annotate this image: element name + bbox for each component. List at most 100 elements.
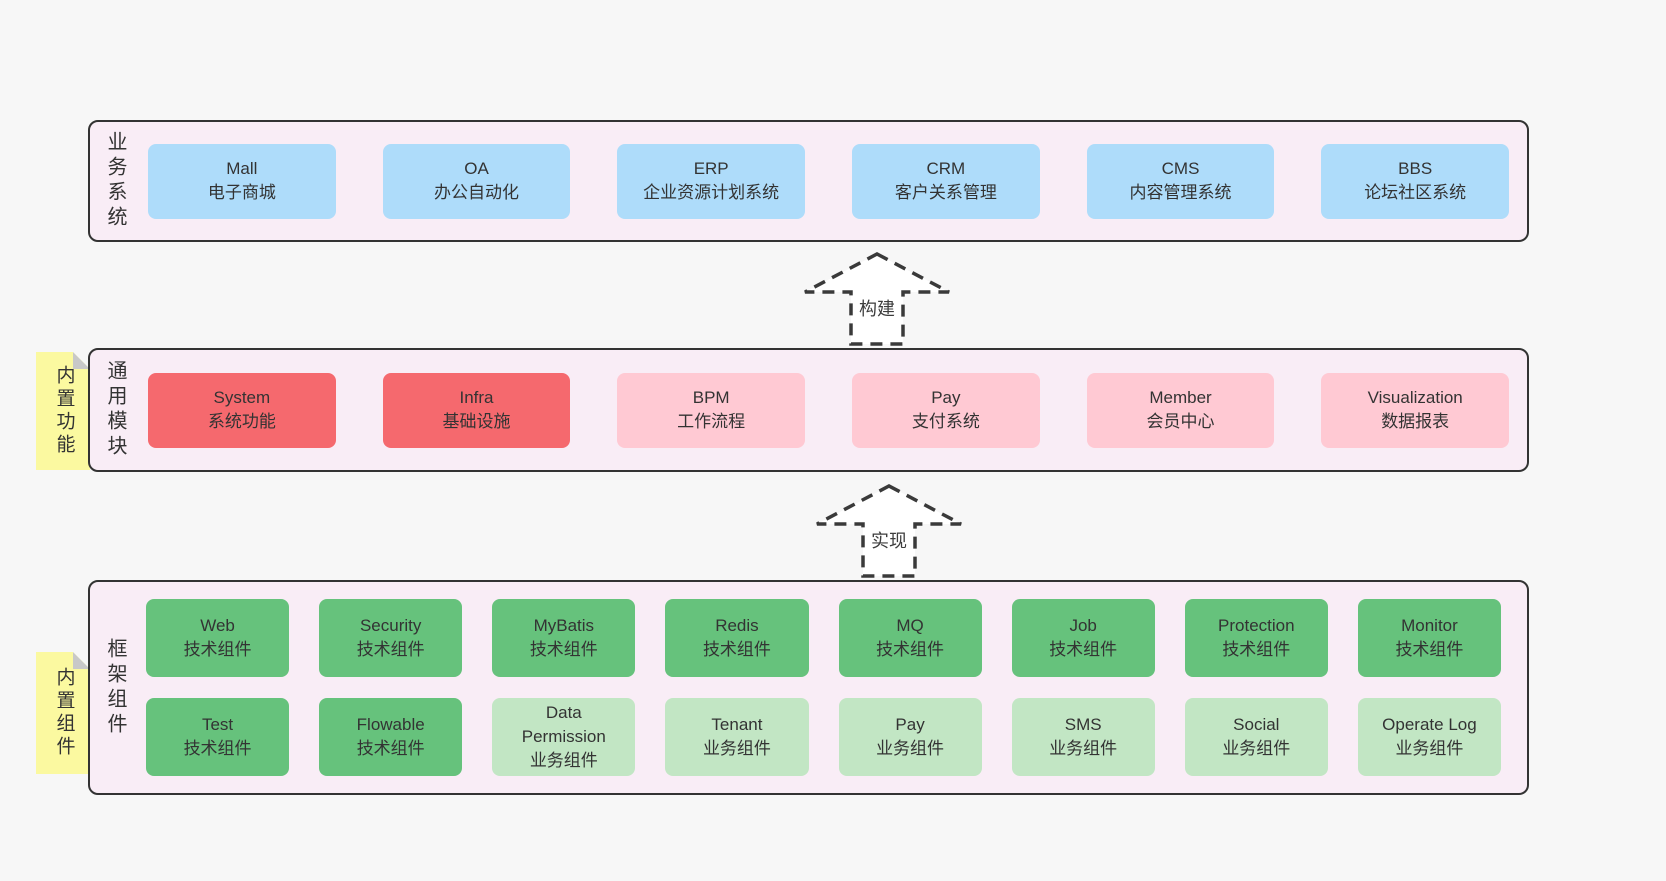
box-subtitle: 系统功能: [207, 412, 276, 431]
layer-business-systems: 业务系统 Mall 电子商城 OA 办公自动化 ERP 企业资源计划系统 CRM…: [88, 120, 1529, 242]
box-visualization: Visualization 数据报表: [1321, 372, 1510, 448]
box-subtitle: 技术组件: [183, 739, 252, 758]
box-title: SMS: [1064, 715, 1102, 734]
box-subtitle: 技术组件: [702, 640, 771, 659]
box-subtitle: 内容管理系统: [1129, 183, 1232, 202]
box-subtitle: 工作流程: [677, 412, 746, 431]
box-title: System: [213, 388, 271, 407]
box-title: CMS: [1161, 159, 1200, 178]
sticky-note-builtin-components: 内置组件: [36, 652, 90, 774]
box-title: Member: [1149, 388, 1212, 407]
box-oa: OA 办公自动化: [382, 143, 571, 219]
box-title: Job: [1069, 616, 1097, 635]
box-title: Operate Log: [1382, 715, 1477, 734]
box-subtitle: 客户关系管理: [894, 183, 997, 202]
box-subtitle: 业务组件: [702, 739, 771, 758]
box-subtitle: 基础设施: [442, 412, 511, 431]
box-crm: CRM 客户关系管理: [852, 143, 1040, 219]
box-monitor: Monitor 技术组件: [1357, 599, 1501, 677]
box-title: MyBatis: [533, 616, 595, 635]
box-subtitle: 企业资源计划系统: [643, 183, 780, 202]
box-title: Test: [201, 715, 234, 734]
box-pay-component: Pay 业务组件: [838, 698, 982, 776]
box-title: BPM: [692, 388, 730, 407]
box-subtitle: 业务组件: [1222, 739, 1291, 758]
box-subtitle: 业务组件: [529, 751, 598, 770]
box-title: Protection: [1218, 616, 1295, 635]
box-title: Mall: [226, 159, 258, 178]
box-infra: Infra 基础设施: [382, 372, 571, 448]
box-subtitle: 业务组件: [1395, 739, 1464, 758]
box-subtitle: 技术组件: [356, 739, 425, 758]
sticky-note-builtin-features: 内置功能: [36, 352, 90, 470]
box-title: Infra: [459, 388, 494, 407]
box-subtitle: 会员中心: [1146, 412, 1215, 431]
box-title: Security: [359, 616, 422, 635]
box-tenant: Tenant 业务组件: [665, 698, 809, 776]
box-title: Flowable: [356, 715, 425, 734]
business-boxes-row: Mall 电子商城 OA 办公自动化 ERP 企业资源计划系统 CRM 客户关系…: [148, 143, 1510, 219]
box-erp: ERP 企业资源计划系统: [617, 143, 806, 219]
box-protection: Protection 技术组件: [1184, 599, 1328, 677]
box-title: CRM: [926, 159, 966, 178]
component-boxes-grid: Web 技术组件 Security 技术组件 MyBatis 技术组件 Redi…: [146, 599, 1501, 776]
arrow-implement: 实现: [809, 482, 969, 580]
box-title: MQ: [896, 616, 924, 635]
box-bpm: BPM 工作流程: [617, 372, 806, 448]
box-social: Social 业务组件: [1184, 698, 1328, 776]
layer-label-components: 框架组件: [104, 637, 126, 738]
sticky-note-text: 内置组件: [53, 667, 75, 759]
box-job: Job 技术组件: [1011, 599, 1155, 677]
box-subtitle: 业务组件: [1049, 739, 1118, 758]
sticky-note-text: 内置功能: [53, 365, 75, 457]
module-boxes-row: System 系统功能 Infra 基础设施 BPM 工作流程 Pay 支付系统…: [148, 372, 1510, 448]
box-title: OA: [464, 159, 489, 178]
box-subtitle: 技术组件: [529, 640, 598, 659]
arrow-build: 构建: [797, 250, 957, 348]
box-subtitle: 技术组件: [183, 640, 252, 659]
box-system: System 系统功能: [148, 372, 336, 448]
box-sms: SMS 业务组件: [1011, 698, 1155, 776]
box-title: Web: [200, 616, 235, 635]
box-subtitle: 数据报表: [1381, 412, 1450, 431]
box-subtitle: 办公自动化: [434, 183, 519, 202]
box-title: Pay: [931, 388, 961, 407]
box-mall: Mall 电子商城: [148, 143, 336, 219]
layer-label-modules: 通用模块: [104, 360, 126, 460]
box-bbs: BBS 论坛社区系统: [1321, 143, 1510, 219]
box-title: Tenant: [711, 715, 763, 734]
box-title: Data Permission: [521, 703, 606, 746]
box-mq: MQ 技术组件: [838, 599, 982, 677]
arrow-implement-label: 实现: [868, 526, 910, 554]
box-title: Monitor: [1401, 616, 1458, 635]
box-title: Visualization: [1367, 388, 1463, 407]
box-subtitle: 论坛社区系统: [1364, 183, 1467, 202]
box-pay: Pay 支付系统: [852, 372, 1040, 448]
box-title: Social: [1233, 715, 1280, 734]
box-data-permission: Data Permission 业务组件: [492, 698, 636, 776]
box-subtitle: 技术组件: [1222, 640, 1291, 659]
box-flowable: Flowable 技术组件: [319, 698, 463, 776]
box-member: Member 会员中心: [1086, 372, 1275, 448]
box-subtitle: 技术组件: [356, 640, 425, 659]
box-mybatis: MyBatis 技术组件: [492, 599, 636, 677]
layer-framework-components: 框架组件 Web 技术组件 Security 技术组件 MyBatis 技术组件…: [88, 580, 1529, 795]
box-title: Redis: [715, 616, 759, 635]
box-test: Test 技术组件: [146, 698, 290, 776]
box-subtitle: 业务组件: [876, 739, 945, 758]
layer-label-business: 业务系统: [104, 131, 126, 231]
box-subtitle: 技术组件: [1049, 640, 1118, 659]
box-operate-log: Operate Log 业务组件: [1357, 698, 1501, 776]
box-title: ERP: [693, 159, 729, 178]
box-web: Web 技术组件: [146, 599, 290, 677]
box-redis: Redis 技术组件: [665, 599, 809, 677]
box-subtitle: 技术组件: [876, 640, 945, 659]
box-security: Security 技术组件: [319, 599, 463, 677]
box-subtitle: 电子商城: [207, 183, 276, 202]
arrow-build-label: 构建: [856, 294, 898, 322]
box-title: Pay: [895, 715, 925, 734]
box-subtitle: 支付系统: [911, 412, 980, 431]
box-cms: CMS 内容管理系统: [1086, 143, 1275, 219]
box-subtitle: 技术组件: [1395, 640, 1464, 659]
layer-common-modules: 通用模块 System 系统功能 Infra 基础设施 BPM 工作流程 Pay…: [88, 348, 1529, 472]
